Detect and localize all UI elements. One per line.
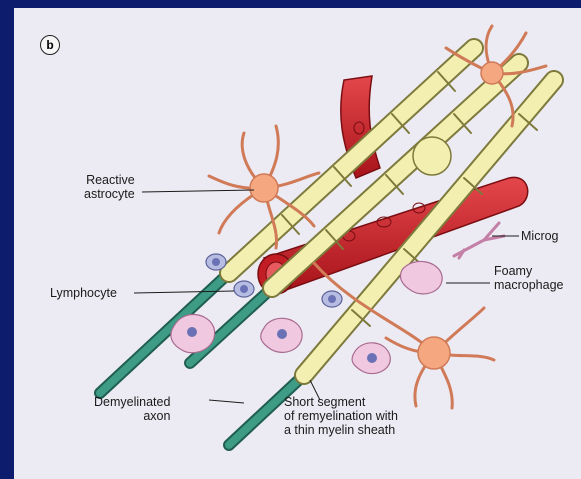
label-foamy-macrophage: Foamy macrophage (494, 264, 564, 292)
label-reactive-astrocyte: Reactive astrocyte (84, 173, 135, 201)
label-demyelinated-axon: Demyelinated axon (94, 395, 170, 423)
panel-label: b (40, 35, 60, 55)
label-microglia: Microg (521, 229, 559, 243)
label-remyelination: Short segment of remyelination with a th… (284, 395, 398, 437)
oligodendrocyte (413, 137, 451, 175)
label-lymphocyte: Lymphocyte (50, 286, 117, 300)
microglia (454, 223, 504, 258)
diagram-panel: b Reactive astrocyte Microg Foamy macrop… (14, 8, 581, 479)
